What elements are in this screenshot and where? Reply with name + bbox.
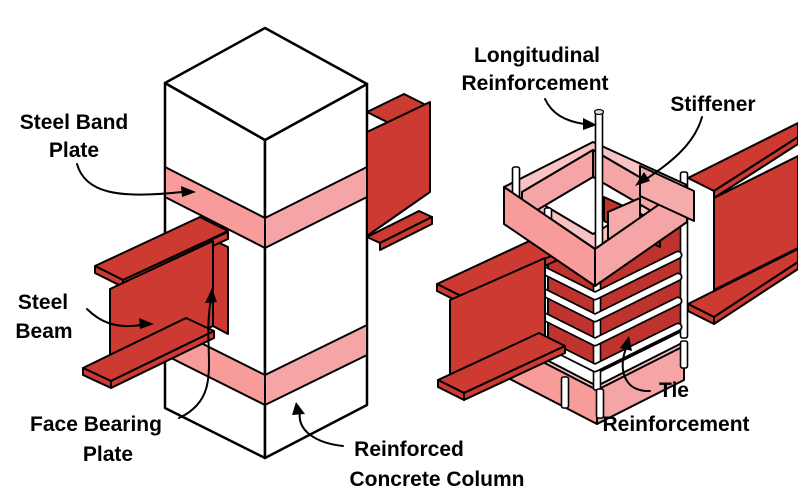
beam-top-flange xyxy=(687,122,798,192)
label-line: Plate xyxy=(49,139,99,162)
label-line: Plate xyxy=(83,443,133,466)
tie-reinforcement-leader xyxy=(621,345,651,393)
beam-bottom-flange-edge xyxy=(437,379,465,401)
label-line: Stiffener xyxy=(670,93,755,116)
steel-beam-leader xyxy=(86,308,142,328)
beam-web xyxy=(109,240,214,375)
longitudinal-bar-stub xyxy=(679,340,689,369)
bar-stubs xyxy=(560,340,689,419)
beam-bottom-flange-strip xyxy=(379,216,433,251)
label-line: Steel xyxy=(18,291,68,314)
right-figure xyxy=(436,108,798,425)
beam-bottom-flange-edge xyxy=(82,367,112,389)
face-bearing-plate-leader xyxy=(178,298,212,419)
label-line: Face Bearing xyxy=(30,413,162,436)
steel-beam-left xyxy=(82,216,229,389)
arrowhead xyxy=(635,172,650,186)
label-steel-beam: Steel Beam xyxy=(15,291,72,343)
lower-band-right-face xyxy=(264,324,368,406)
label-line: Steel Band xyxy=(20,111,129,134)
longitudinal-bar-stub xyxy=(595,388,605,419)
label-line: Reinforced xyxy=(354,438,464,461)
column-top-face xyxy=(163,26,369,142)
label-line: Reinforcement xyxy=(602,413,749,436)
column-right-face xyxy=(263,82,369,460)
reinforced-concrete-column-leader xyxy=(298,411,344,447)
arrowhead xyxy=(181,186,196,197)
labels: Steel Band Plate Steel Beam Face Bearing… xyxy=(15,44,755,491)
leader-arrows xyxy=(76,98,703,447)
label-line: Beam xyxy=(15,320,72,343)
label-line: Reinforcement xyxy=(461,72,608,95)
label-stiffener: Stiffener xyxy=(670,93,755,116)
label-line: Longitudinal xyxy=(474,44,600,67)
face-bearing-plate-edge xyxy=(212,239,229,335)
detail-beam-right xyxy=(687,122,798,325)
label-tie-reinforcement: Tie Reinforcement xyxy=(602,379,749,436)
beam-top-flange-strip xyxy=(713,136,798,199)
steel-beam-right xyxy=(366,93,433,251)
arrowhead xyxy=(205,288,217,303)
longitudinal-bar-tall xyxy=(593,108,605,251)
label-longitudinal-reinforcement: Longitudinal Reinforcement xyxy=(461,44,608,95)
arrowhead xyxy=(620,336,632,351)
stiffener-leader xyxy=(644,116,703,181)
top-band-plate xyxy=(503,108,695,287)
arrowhead xyxy=(139,318,154,329)
beam-web xyxy=(713,155,798,291)
longitudinal-reinforcement-leader xyxy=(544,98,585,125)
stiffener-plate xyxy=(639,165,695,222)
steel-band-plates xyxy=(164,166,368,406)
left-figure xyxy=(82,26,433,460)
label-line: Tie xyxy=(659,379,689,402)
label-line: Concrete Column xyxy=(349,468,524,491)
label-face-bearing-plate: Face Bearing Plate xyxy=(30,413,162,466)
arrowhead xyxy=(292,402,305,415)
longitudinal-bar-stub xyxy=(560,376,570,409)
beam-web xyxy=(366,101,431,237)
arrowhead xyxy=(583,118,597,130)
top-band-front-right-face xyxy=(594,184,688,287)
steel-band-plate-leader xyxy=(76,163,183,196)
label-reinforced-concrete-column: Reinforced Concrete Column xyxy=(349,438,524,491)
label-steel-band-plate: Steel Band Plate xyxy=(20,111,129,162)
